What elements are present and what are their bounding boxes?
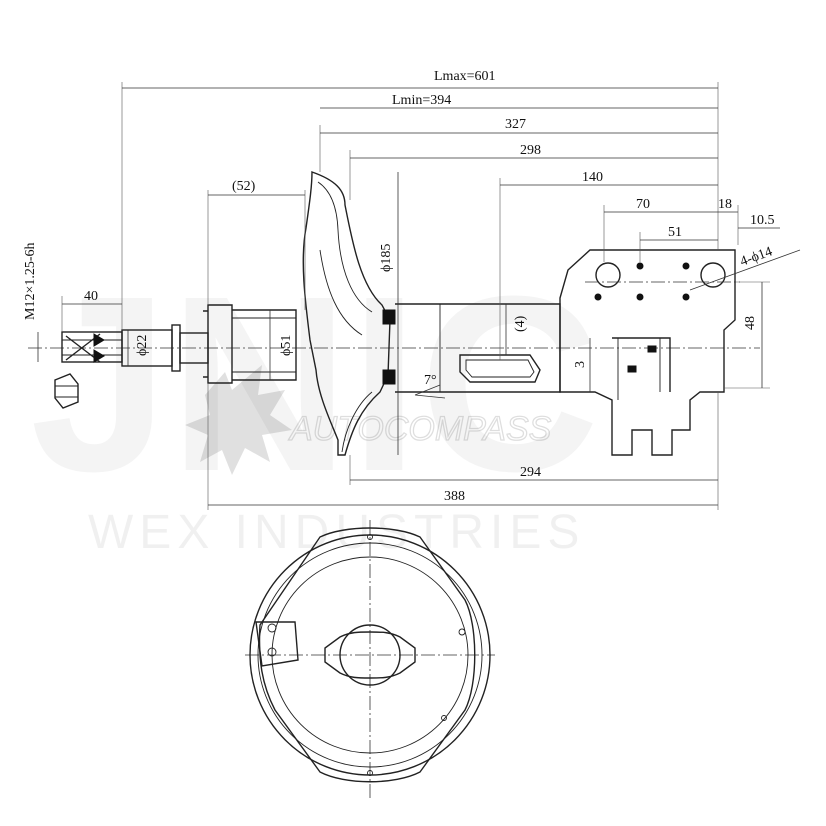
mounting-hole-icon — [700, 262, 726, 288]
dimension-labels: Lmax=601 Lmin=394 327 298 140 70 18 10.5… — [23, 69, 775, 504]
dim-phi51-label: ϕ51 — [279, 335, 294, 356]
side-view: Lmax=601 Lmin=394 327 298 140 70 18 10.5… — [23, 69, 801, 510]
dim-327-label: 327 — [505, 117, 526, 132]
watermark: JNIC AUTOCOMPASS WEX INDUSTRIES — [30, 244, 600, 559]
dim-140-label: 140 — [582, 170, 603, 185]
dim-52-label: (52) — [232, 179, 256, 194]
dim-294-label: 294 — [520, 465, 541, 480]
dim-7deg-label: 7° — [424, 373, 437, 388]
dim-18-label: 18 — [718, 197, 732, 212]
top-view — [245, 520, 495, 800]
dim-40-label: 40 — [84, 289, 98, 304]
dim-10-5-label: 10.5 — [750, 213, 775, 228]
dim-phi22-label: ϕ22 — [135, 335, 150, 356]
dimension-lines — [37, 82, 801, 510]
dim-lmax-label: Lmax=601 — [434, 69, 496, 84]
dim-388-label: 388 — [444, 489, 465, 504]
lock-nut-icon — [54, 373, 79, 409]
dim-phi185-label: ϕ185 — [379, 244, 394, 272]
dim-298-label: 298 — [520, 143, 541, 158]
watermark-gear-icon — [185, 365, 292, 475]
mounting-hole-icon — [595, 262, 621, 288]
dim-3-label: 3 — [573, 361, 588, 368]
watermark-logo-text: JNIC — [30, 244, 600, 523]
dim-51-label: 51 — [668, 225, 682, 240]
dim-4-label: (4) — [513, 315, 528, 332]
dim-thread-label: M12×1.25-6h — [23, 242, 38, 320]
dim-lmin-label: Lmin=394 — [392, 93, 451, 108]
dim-70-label: 70 — [636, 197, 650, 212]
spring-seat — [302, 171, 396, 456]
watermark-company: WEX INDUSTRIES — [88, 506, 585, 559]
watermark-brand: AUTOCOMPASS — [288, 410, 552, 448]
upper-body — [203, 304, 297, 384]
dim-48-label: 48 — [743, 316, 758, 330]
